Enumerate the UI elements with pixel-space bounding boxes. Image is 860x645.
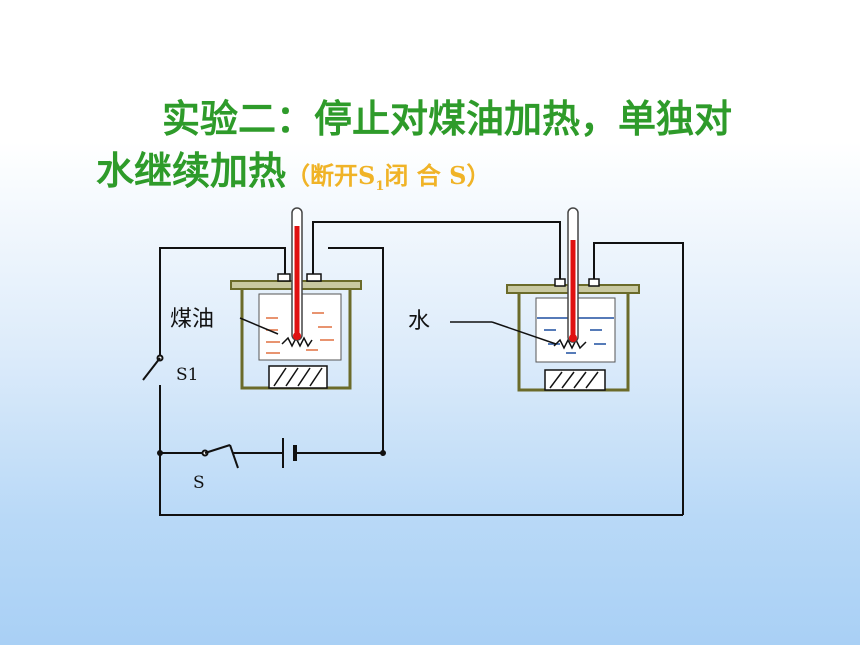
label-water: 水 bbox=[408, 309, 430, 334]
title-block: 实验二：停止对煤油加热，单独对 水继续加热（断开S1闭 合 S） bbox=[0, 0, 860, 200]
junction-dots bbox=[157, 450, 386, 456]
note-subscript: 1 bbox=[375, 178, 385, 194]
note-close: 闭 合 S） bbox=[384, 161, 491, 190]
label-kerosene: 煤油 bbox=[170, 307, 214, 332]
note-open: （断开S bbox=[286, 161, 376, 190]
label-s1: S1 bbox=[176, 365, 198, 385]
label-s: S bbox=[193, 473, 205, 493]
kerosene-calorimeter bbox=[230, 207, 362, 390]
water-calorimeter bbox=[450, 207, 640, 392]
title-line-1: 实验二：停止对煤油加热，单独对 bbox=[162, 96, 733, 141]
title-line-2-text: 水继续加热 bbox=[96, 148, 287, 193]
circuit-wires bbox=[159, 221, 684, 516]
battery-icon bbox=[282, 438, 297, 468]
switch-s bbox=[201, 444, 239, 469]
title-line-2: 水继续加热（断开S1闭 合 S） bbox=[96, 140, 490, 195]
switch-note: （断开S1闭 合 S） bbox=[286, 161, 491, 194]
switch-s1 bbox=[142, 354, 164, 381]
